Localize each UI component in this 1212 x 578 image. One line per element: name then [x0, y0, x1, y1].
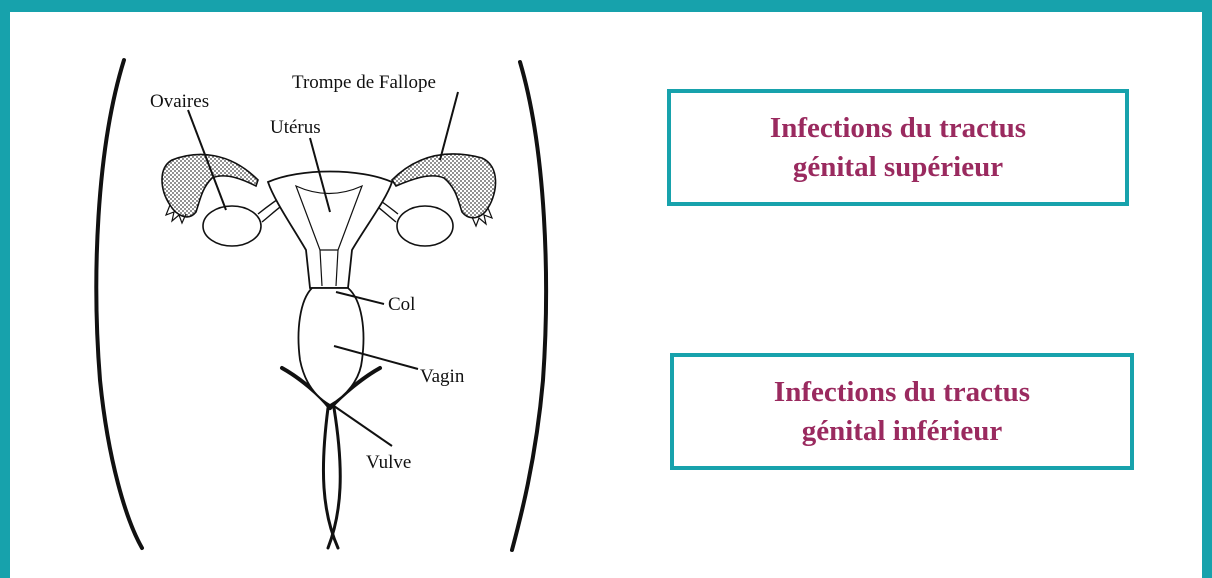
uterus-shape	[268, 172, 392, 289]
label-uterus: Utérus	[270, 117, 321, 138]
upper-box-line1: Infections du tractus	[770, 109, 1026, 148]
upper-tract-infections-box: Infections du tractus génital supérieur	[667, 89, 1129, 206]
label-vagin: Vagin	[420, 366, 465, 387]
lower-box-line2: génital inférieur	[774, 412, 1030, 451]
ovary-left	[203, 206, 261, 246]
lower-tract-infections-box: Infections du tractus génital inférieur	[670, 353, 1134, 470]
lower-box-line1: Infections du tractus	[774, 373, 1030, 412]
label-col: Col	[388, 294, 415, 315]
label-ovaires: Ovaires	[150, 91, 209, 112]
label-vulve: Vulve	[366, 452, 411, 473]
label-trompe: Trompe de Fallope	[292, 72, 436, 93]
ovary-right	[397, 206, 453, 246]
upper-box-line2: génital supérieur	[770, 148, 1026, 187]
